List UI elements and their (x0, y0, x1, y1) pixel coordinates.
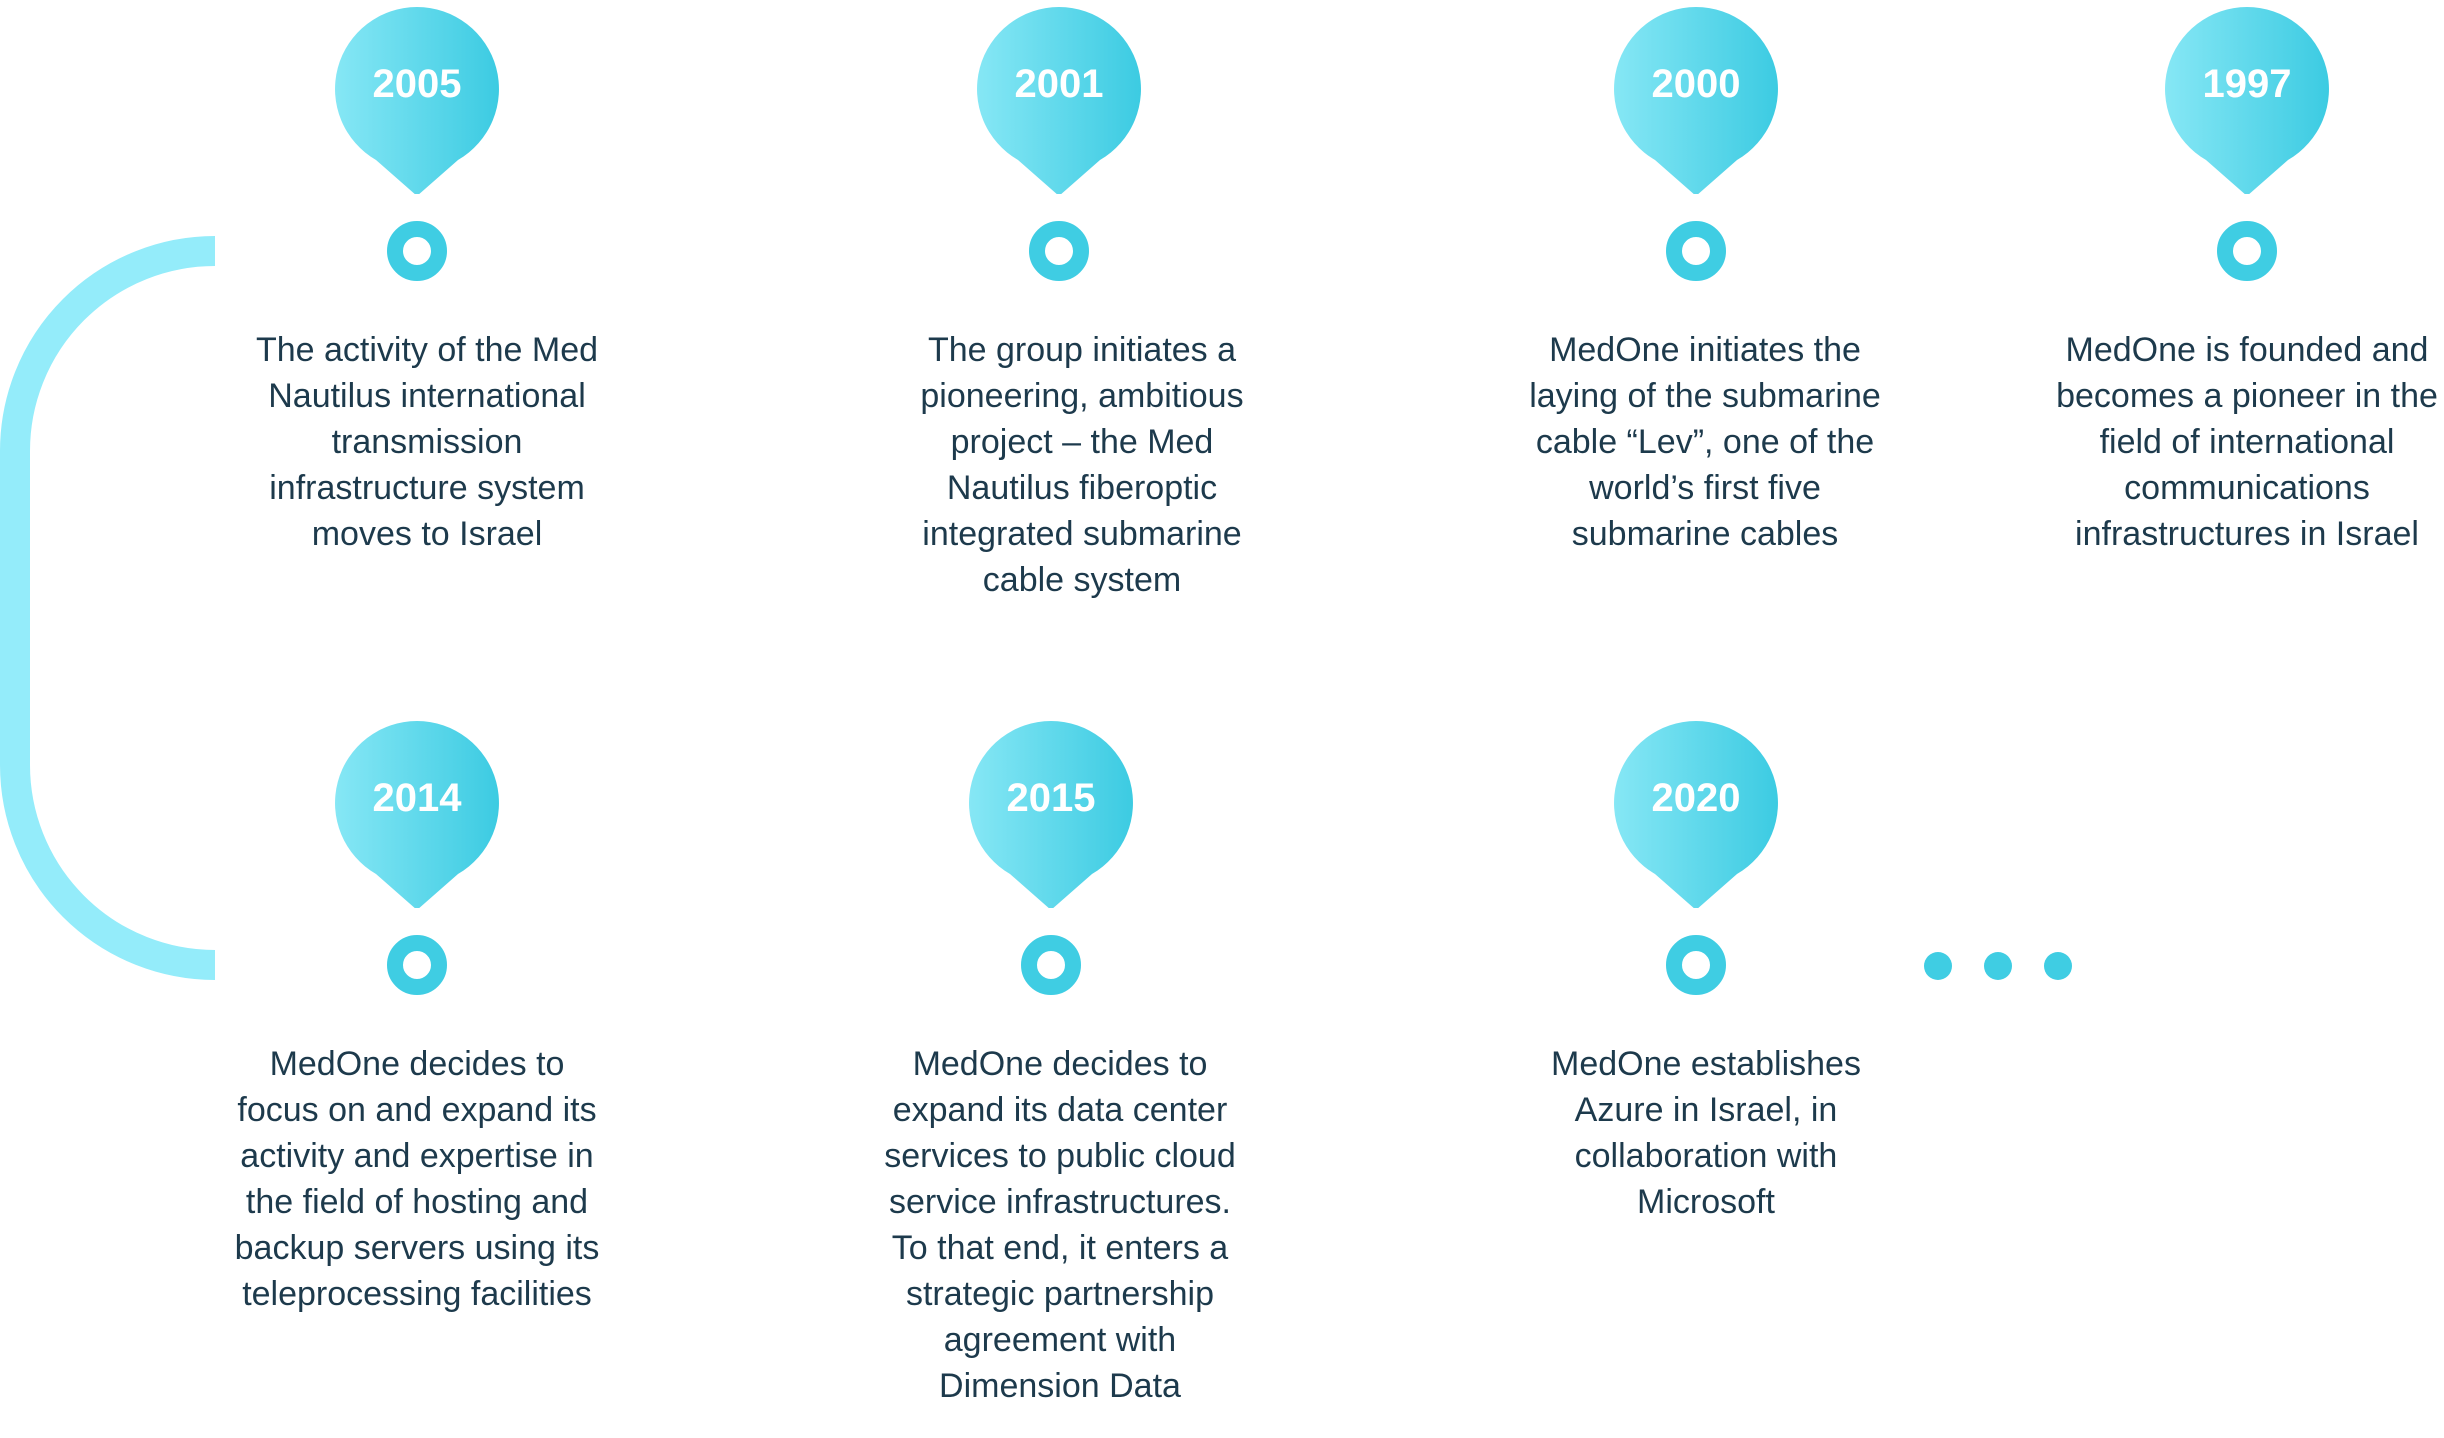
year-label: 2005 (372, 62, 462, 106)
year-pin-1997: 1997 (2162, 4, 2332, 194)
timeline-curve (0, 236, 216, 980)
event-description-1997: MedOne is founded and becomes a pioneer … (2056, 331, 2438, 553)
event-description-2005: The activity of the Med Nautilus interna… (255, 331, 599, 553)
event-description-2020: MedOne establishes Azure in Israel, in c… (1551, 1045, 1861, 1221)
timeline-node-2015 (1021, 935, 1081, 995)
year-pin-2020: 2020 (1611, 718, 1781, 908)
event-description-2015: MedOne decides to expand its data center… (884, 1045, 1236, 1405)
continuation-dot (2044, 952, 2072, 980)
event-description-2014: MedOne decides to focus on and expand it… (234, 1045, 600, 1313)
timeline-node-2014 (387, 935, 447, 995)
year-label: 2014 (372, 776, 462, 820)
year-label: 2000 (1651, 62, 1741, 106)
year-pin-2005: 2005 (332, 4, 502, 194)
pin-icon (335, 7, 499, 194)
year-pin-2001: 2001 (974, 4, 1144, 194)
pin-icon (1614, 7, 1778, 194)
timeline-node-1997 (2217, 221, 2277, 281)
pin-icon (969, 721, 1133, 908)
year-label: 2015 (1006, 776, 1096, 820)
year-pin-2015: 2015 (966, 718, 1136, 908)
continuation-dot (1924, 952, 1952, 980)
pin-icon (335, 721, 499, 908)
timeline-node-2000 (1666, 221, 1726, 281)
year-label: 2020 (1651, 776, 1741, 820)
year-label: 2001 (1014, 62, 1104, 106)
year-pin-2014: 2014 (332, 718, 502, 908)
continuation-dot (1984, 952, 2012, 980)
year-pin-2000: 2000 (1611, 4, 1781, 194)
timeline-node-2005 (387, 221, 447, 281)
pin-icon (977, 7, 1141, 194)
timeline-node-2001 (1029, 221, 1089, 281)
pin-icon (1614, 721, 1778, 908)
year-label: 1997 (2202, 62, 2292, 106)
event-description-2000: MedOne initiates the laying of the subma… (1529, 331, 1881, 553)
pin-icon (2165, 7, 2329, 194)
timeline-node-2020 (1666, 935, 1726, 995)
event-description-2001: The group initiates a pioneering, ambiti… (920, 331, 1244, 599)
